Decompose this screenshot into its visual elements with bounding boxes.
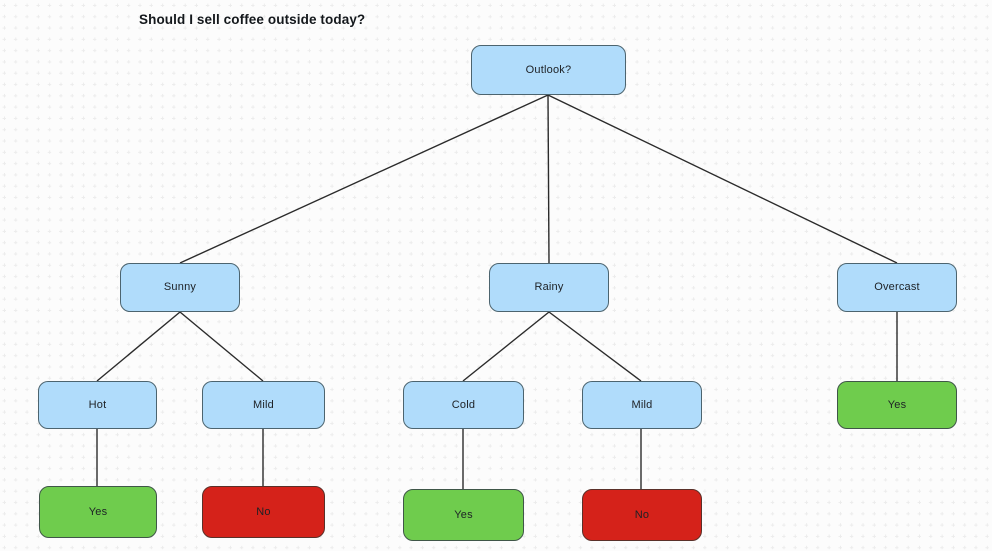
edge-rainy-to-rainy-mild (548, 311, 642, 382)
node-label: Rainy (534, 281, 564, 294)
node-label: No (256, 505, 271, 518)
node-label: Sunny (163, 281, 197, 294)
edge-rainy-to-cold (462, 311, 550, 382)
node-label: Yes (887, 398, 907, 411)
node-label: No (634, 508, 650, 521)
edge-root-to-rainy (547, 94, 550, 264)
node-label: Yes (88, 505, 108, 518)
node-hot-yes[interactable]: Yes (39, 486, 157, 538)
node-root[interactable]: Outlook? (471, 45, 626, 95)
edge-root-to-overcast (547, 94, 898, 264)
node-cold-yes[interactable]: Yes (403, 489, 524, 541)
node-sunny-mild[interactable]: Mild (202, 381, 325, 429)
edge-sunny-to-hot (96, 311, 181, 382)
node-label: Outlook? (525, 63, 572, 76)
node-hot[interactable]: Hot (38, 381, 157, 429)
node-label: Yes (454, 508, 473, 521)
node-rainy[interactable]: Rainy (489, 263, 609, 312)
node-overcast[interactable]: Overcast (837, 263, 957, 312)
node-label: Hot (88, 398, 107, 411)
node-label: Mild (253, 398, 274, 411)
node-label: Mild (631, 398, 653, 411)
edge-root-to-sunny (179, 94, 549, 264)
page-title: Should I sell coffee outside today? (139, 12, 366, 27)
node-sunny[interactable]: Sunny (120, 263, 240, 312)
node-rainy-mild-no[interactable]: No (582, 489, 702, 541)
node-sunny-mild-no[interactable]: No (202, 486, 325, 538)
node-label: Cold (451, 398, 476, 411)
node-label: Overcast (874, 281, 920, 294)
node-overcast-yes[interactable]: Yes (837, 381, 957, 429)
node-rainy-mild[interactable]: Mild (582, 381, 702, 429)
edge-sunny-to-sunny-mild (179, 311, 264, 382)
node-cold[interactable]: Cold (403, 381, 524, 429)
